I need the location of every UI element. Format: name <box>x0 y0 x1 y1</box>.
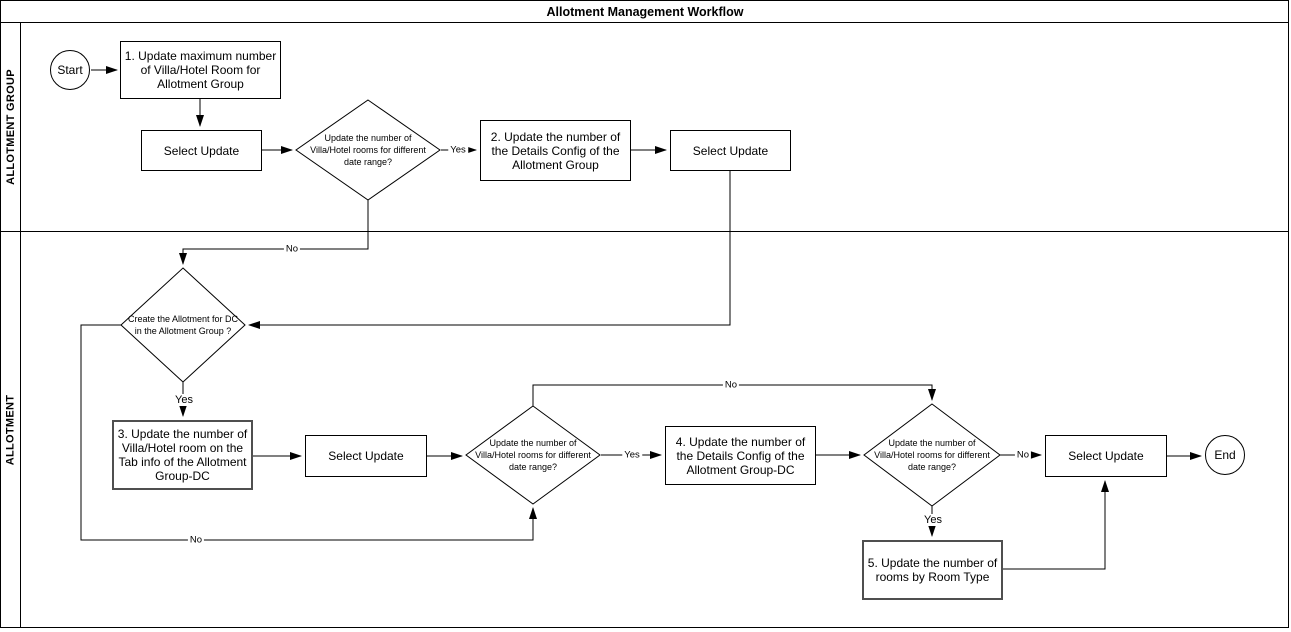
edge-label-decision1-no: No <box>283 243 301 255</box>
step5-box: 5. Update the number of rooms by Room Ty… <box>862 540 1003 600</box>
create-decision-diamond <box>120 267 246 383</box>
edge-label-create-no: No <box>187 534 205 546</box>
step4-box: 4. Update the number of the Details Conf… <box>665 426 816 485</box>
select-update-3-box: Select Update <box>305 435 427 477</box>
edge-decision1-no-to-create-decision <box>179 200 369 265</box>
title-divider <box>1 22 1289 23</box>
step1-box: 1. Update maximum number of Villa/Hotel … <box>120 41 281 99</box>
diagram-title-bar: Allotment Management Workflow <box>1 1 1289 22</box>
edge-label-decision3-yes: Yes <box>922 514 944 526</box>
edge-label-decision2-yes: Yes <box>622 449 642 461</box>
edge-label-decision1-yes: Yes <box>448 144 468 156</box>
edge-select2-to-create-decision <box>248 171 731 329</box>
decision1-diamond <box>295 99 441 201</box>
edge-label-create-yes: Yes <box>173 394 195 406</box>
start-node: Start <box>50 50 90 90</box>
step2-box: 2. Update the number of the Details Conf… <box>480 120 631 181</box>
edge-create-no-to-decision2 <box>80 324 537 541</box>
step3-box: 3. Update the number of Villa/Hotel room… <box>112 420 253 490</box>
edge-label-decision2-no: No <box>722 379 740 391</box>
diagram-title: Allotment Management Workflow <box>546 4 744 19</box>
edge-step5-to-select4 <box>1003 480 1109 570</box>
lane-divider <box>1 231 1289 232</box>
select-update-1-box: Select Update <box>141 130 262 171</box>
select-update-2-box: Select Update <box>670 130 791 171</box>
decision3-diamond <box>863 403 1001 507</box>
lane-label-column-divider <box>20 22 21 628</box>
decision2-diamond <box>465 405 601 505</box>
select-update-4-box: Select Update <box>1045 435 1167 477</box>
end-node: End <box>1205 435 1245 475</box>
edge-label-decision3-no: No <box>1014 449 1032 461</box>
